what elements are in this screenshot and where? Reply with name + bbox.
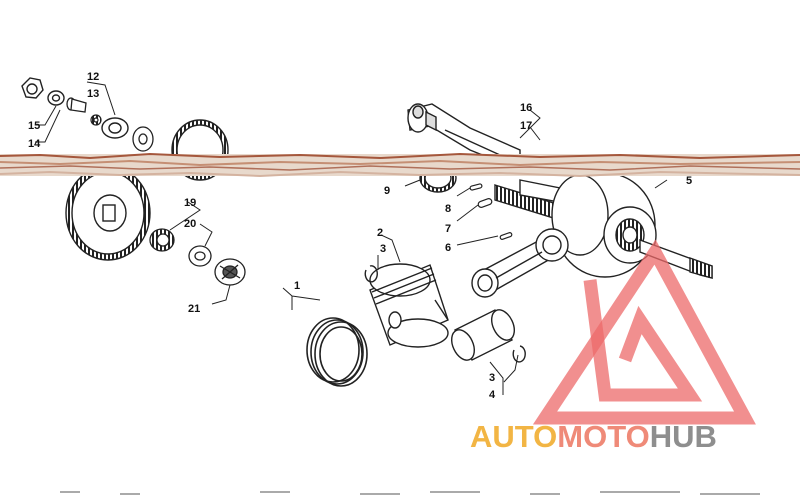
label-4: 4 (489, 389, 496, 401)
piston (369, 263, 449, 348)
label-2: 2 (377, 227, 383, 239)
circlip-left (364, 265, 378, 283)
thin-washer (132, 126, 154, 152)
label-12: 12 (87, 71, 99, 83)
wordmark-auto: AUTO (470, 419, 558, 454)
small-bearing-12 (90, 114, 102, 126)
bottom-edge-marks (60, 491, 760, 495)
label-8: 8 (445, 203, 451, 215)
label-9: 9 (384, 185, 390, 197)
connecting-rod (471, 228, 569, 298)
label-5: 5 (686, 175, 692, 187)
bolt-13 (66, 97, 87, 113)
piston-rings (306, 317, 368, 387)
label-14: 14 (28, 138, 41, 150)
label-15: 15 (28, 120, 40, 132)
label-1: 1 (294, 280, 300, 292)
label-16: 16 (520, 102, 532, 114)
label-13: 13 (87, 88, 99, 100)
circlip-right (512, 345, 526, 363)
needle-bearing-19 (149, 228, 175, 252)
torn-scan-band (0, 152, 800, 178)
watermark-triangle-logo (532, 239, 756, 425)
wordmark-hub: HUB (649, 419, 717, 454)
balancer-shaft (407, 103, 521, 172)
wordmark-moto: MOTO (557, 419, 650, 454)
key-7 (477, 198, 493, 208)
washer-14 (47, 90, 65, 106)
hex-nut (21, 77, 44, 99)
label-3-bottom: 3 (489, 372, 495, 384)
spacer-washer (101, 117, 129, 139)
leader-lines (35, 81, 668, 395)
label-6: 6 (445, 242, 451, 254)
label-19: 19 (184, 197, 196, 209)
label-20: 20 (184, 218, 196, 230)
label-21: 21 (188, 303, 200, 315)
watermark-wordmark: AUTOMOTOHUB (470, 419, 795, 459)
key-8 (469, 183, 483, 191)
nut-21 (214, 258, 246, 286)
washer-20 (188, 245, 212, 267)
label-7: 7 (445, 223, 451, 235)
piston-pin (450, 309, 516, 361)
part-labels: 12 13 15 14 16 17 9 5 19 8 20 7 2 6 3 1 … (28, 71, 692, 401)
key-6 (499, 232, 513, 240)
crankshaft (494, 172, 713, 279)
label-3-top: 3 (380, 243, 386, 255)
label-17: 17 (520, 120, 532, 132)
